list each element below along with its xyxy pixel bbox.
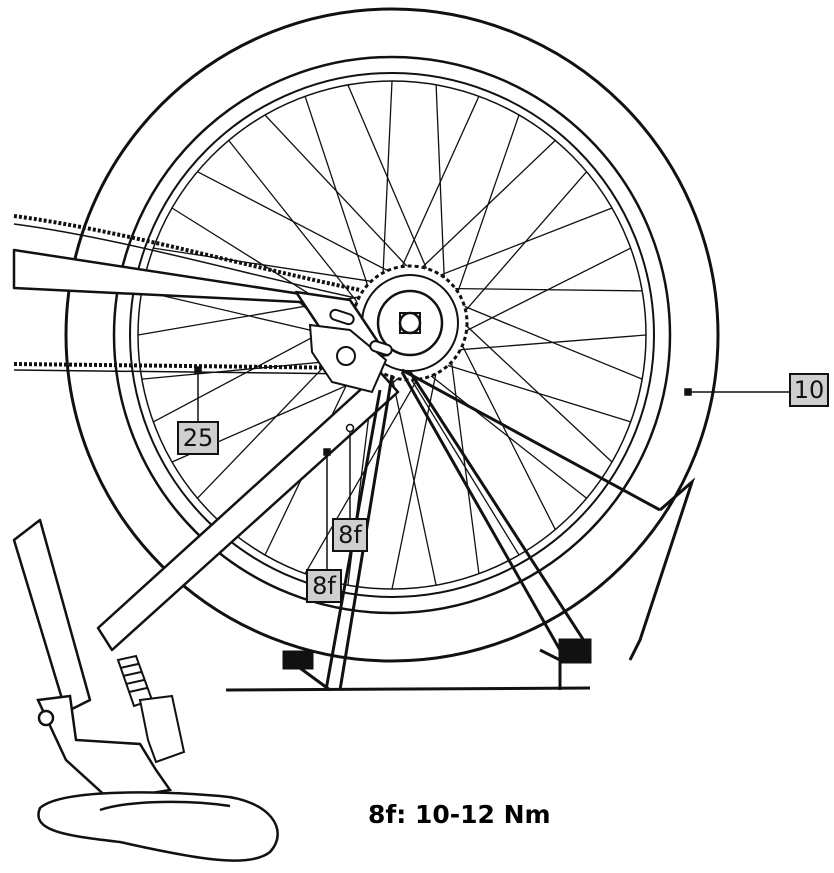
spoke xyxy=(461,321,613,463)
chain xyxy=(13,214,361,375)
callout-axle-nut-lower: 8f xyxy=(306,569,342,603)
spoke xyxy=(448,287,643,292)
spoke xyxy=(390,371,437,586)
spoke xyxy=(417,139,556,273)
spring-screw xyxy=(116,654,186,764)
spoke xyxy=(304,373,421,575)
spoke xyxy=(460,171,588,316)
pedal-foot xyxy=(36,694,279,862)
tire-outer xyxy=(64,7,720,663)
spoke xyxy=(426,371,588,499)
spoke xyxy=(228,139,362,307)
callout-chain: 25 xyxy=(177,421,219,455)
spoke xyxy=(408,374,520,556)
spoke xyxy=(454,334,647,351)
spoke xyxy=(264,114,412,272)
spoke xyxy=(455,114,520,299)
spoke xyxy=(153,247,378,283)
spoke xyxy=(304,96,370,291)
torque-spec: 8f: 10-12 Nm xyxy=(368,800,551,829)
spoke xyxy=(347,84,430,275)
spoke xyxy=(458,303,643,380)
leader-lines xyxy=(194,366,789,569)
tire-inner xyxy=(112,55,672,615)
axle xyxy=(398,311,422,335)
spoke xyxy=(435,84,446,285)
callout-tire: 10 xyxy=(789,373,829,407)
rim-outer xyxy=(129,72,655,598)
dropout xyxy=(308,308,393,394)
spoke xyxy=(460,247,631,334)
spoke xyxy=(399,96,480,273)
spoke xyxy=(442,363,631,423)
spoke xyxy=(434,207,613,278)
frame xyxy=(12,248,400,714)
spoke xyxy=(458,339,556,530)
spoke xyxy=(450,355,480,574)
spoke xyxy=(382,80,393,279)
spoke xyxy=(197,171,394,275)
callout-axle-nut-upper: 8f xyxy=(332,518,368,552)
